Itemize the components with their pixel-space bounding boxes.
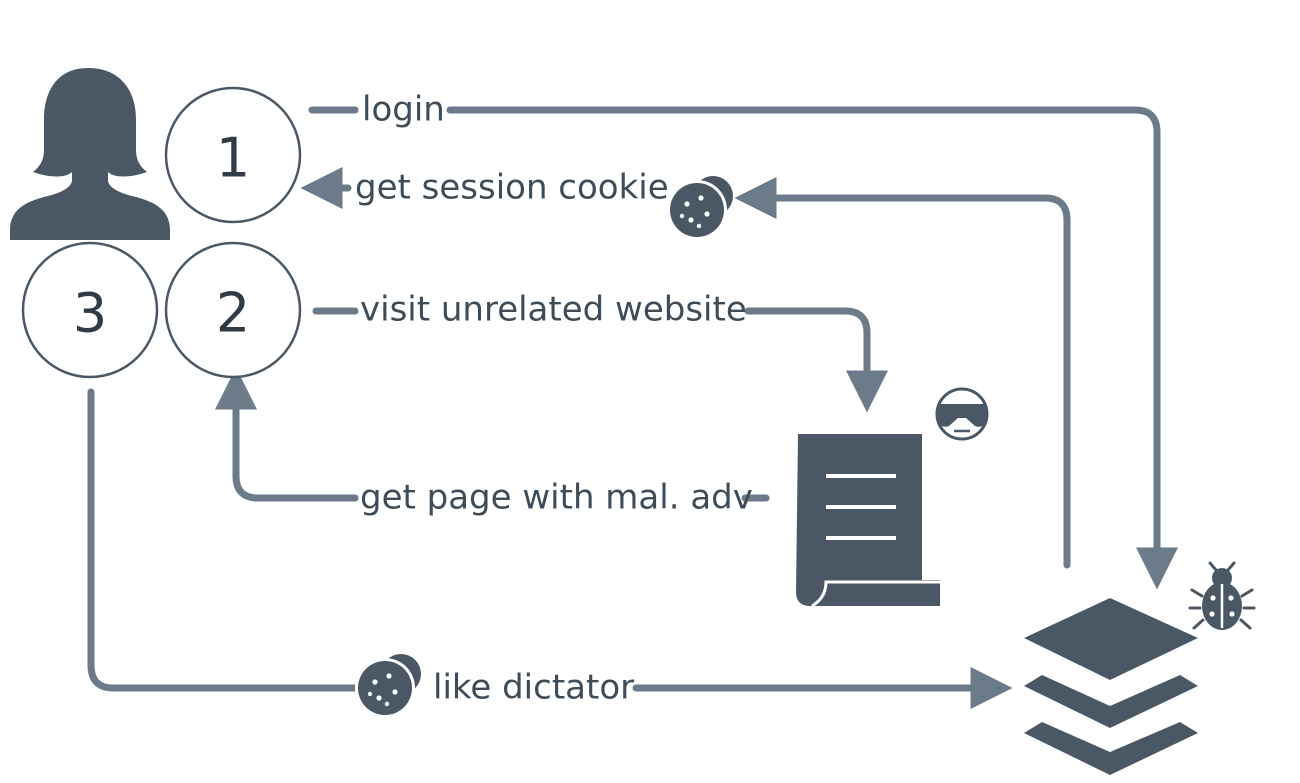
session-cookie-label: get session cookie bbox=[355, 168, 669, 208]
visit-website-label: visit unrelated website bbox=[360, 290, 747, 330]
mal-adv-label: get page with mal. adv bbox=[360, 478, 753, 518]
hacker-icon bbox=[935, 387, 989, 441]
session-cookie-arrow bbox=[734, 177, 1071, 569]
step-3-circle: 3 bbox=[21, 241, 159, 379]
server-stack-icon bbox=[1024, 598, 1198, 775]
like-dictator-label: like dictator bbox=[433, 668, 634, 708]
visit-website-arrow bbox=[312, 307, 867, 395]
step-1-circle: 1 bbox=[164, 86, 302, 224]
document-icon bbox=[796, 434, 940, 608]
like-dictator-arrow bbox=[87, 388, 995, 688]
step-2-number: 2 bbox=[216, 282, 250, 345]
cookie-icon bbox=[355, 654, 421, 718]
cookie-icon bbox=[667, 176, 733, 240]
bug-icon bbox=[1188, 561, 1256, 630]
login-label: login bbox=[362, 90, 445, 130]
step-2-circle: 2 bbox=[164, 241, 302, 379]
mal-adv-arrow bbox=[236, 385, 770, 502]
step-1-number: 1 bbox=[216, 127, 250, 190]
user-icon bbox=[10, 68, 170, 240]
login-arrow bbox=[308, 106, 1157, 572]
step-3-number: 3 bbox=[73, 282, 107, 345]
